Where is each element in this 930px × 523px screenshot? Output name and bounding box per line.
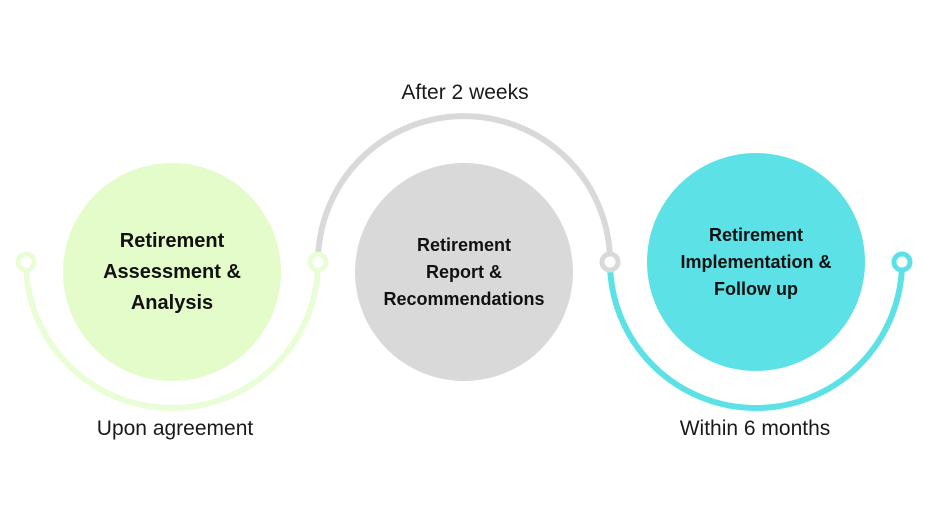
node-1-2 [307,251,329,273]
step-1-timing: Upon agreement [96,417,254,440]
step-3-arc [607,259,905,411]
step-3-circle: Retirement Implementation & Follow up [647,153,865,371]
step-3-title: Retirement Implementation & Follow up [680,224,832,299]
step-2-arc [315,113,613,265]
step-1-title: Retirement Assessment & Analysis [103,229,241,314]
step-1-circle: Retirement Assessment & Analysis [63,163,281,381]
node-2-3 [599,251,621,273]
step-3-timing: Within 6 months [679,417,831,440]
step-2-circle: Retirement Report & Recommendations [355,163,573,381]
step-2-title: Retirement Report & Recommendations [383,234,545,309]
step-2-timing: After 2 weeks [401,81,529,104]
step-1-arc [23,259,321,411]
node-end [891,251,913,273]
node-start [15,251,37,273]
